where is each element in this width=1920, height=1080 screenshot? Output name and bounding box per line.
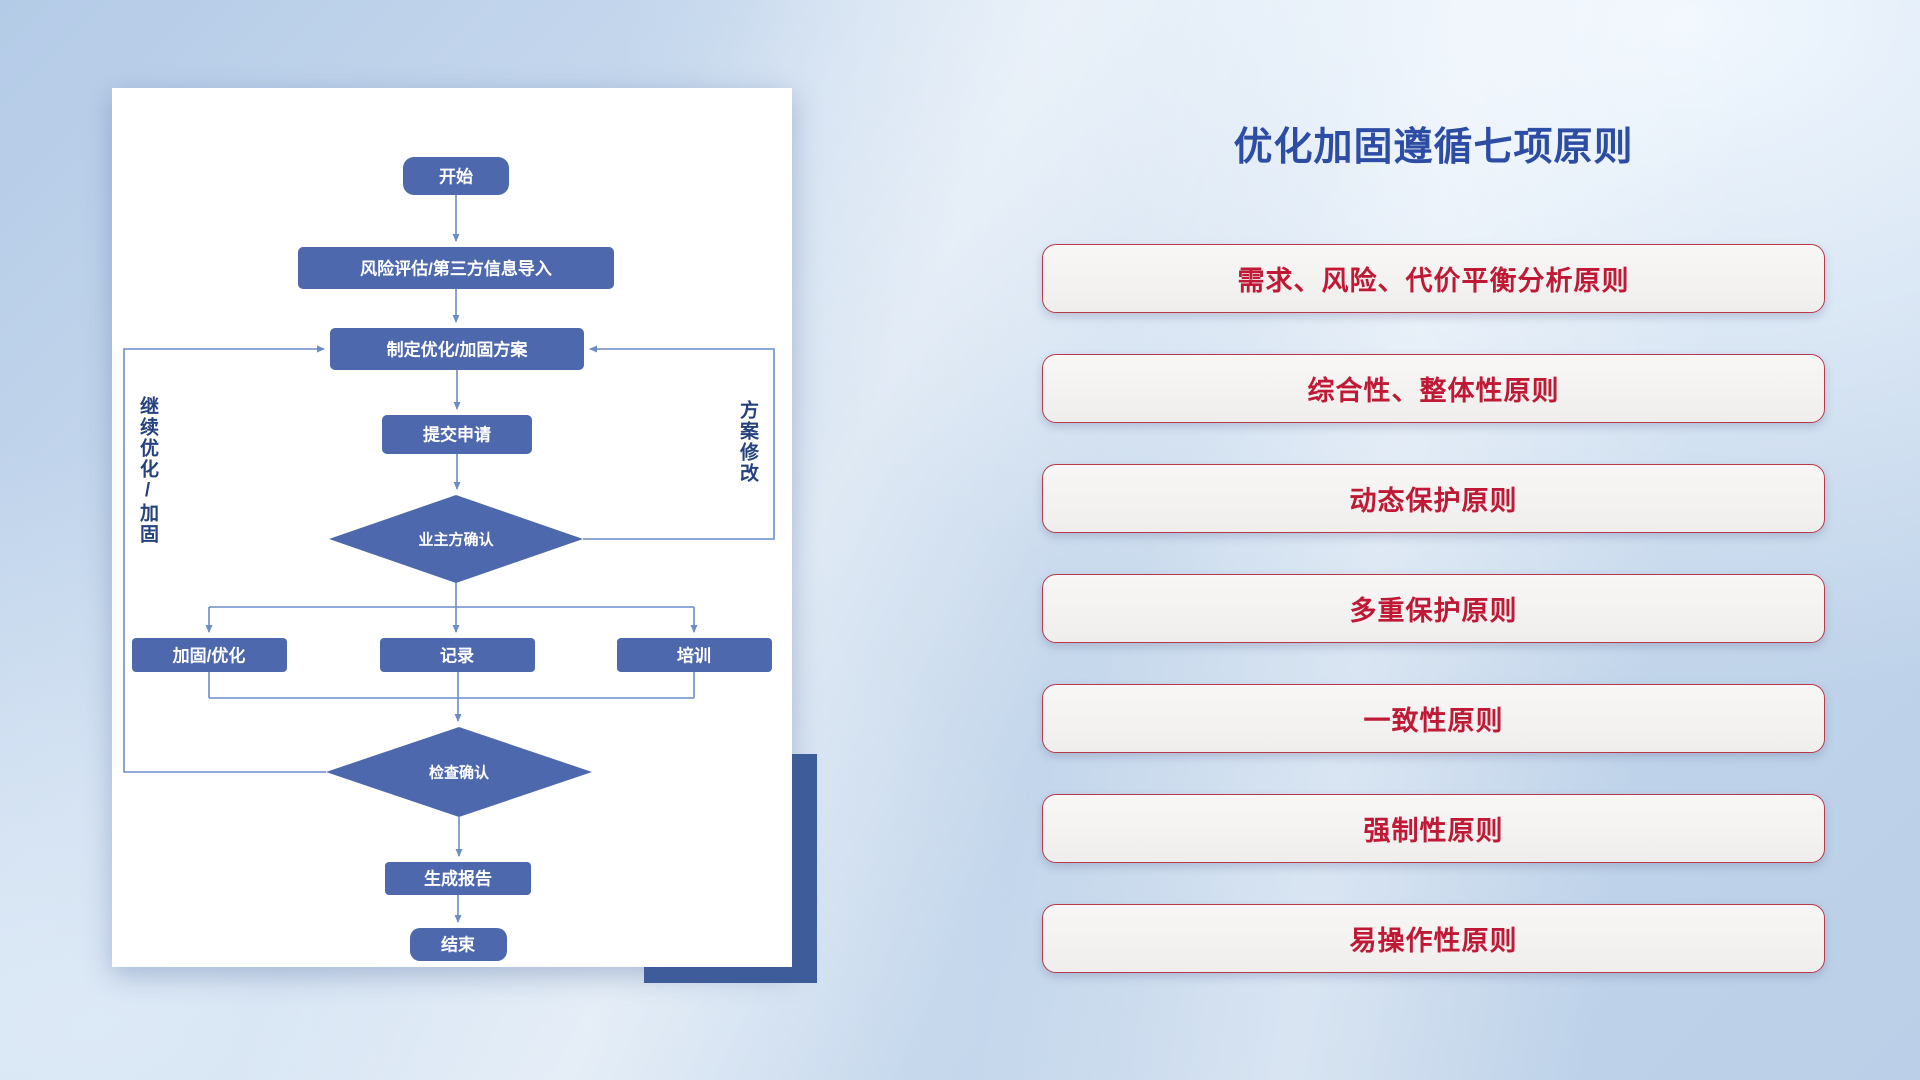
flow-node-training: 培训 xyxy=(617,638,772,672)
page-title: 优化加固遵循七项原则 xyxy=(1233,126,1634,169)
flow-node-record: 记录 xyxy=(380,638,535,672)
principle-card-5: 一致性原则 xyxy=(1042,684,1825,753)
principle-label-7: 易操作性原则 xyxy=(1349,926,1518,956)
principle-card-1: 需求、风险、代价平衡分析原则 xyxy=(1042,244,1825,313)
flow-node-plan-label: 制定优化/加固方案 xyxy=(387,340,529,360)
principle-label-4: 多重保护原则 xyxy=(1349,596,1518,626)
flow-node-risk-assessment: 风险评估/第三方信息导入 xyxy=(298,247,614,289)
principle-label-1: 需求、风险、代价平衡分析原则 xyxy=(1237,266,1630,296)
flow-node-start-label: 开始 xyxy=(439,167,473,187)
right-loop-label: 方案修改 xyxy=(737,400,758,484)
principle-card-3: 动态保护原则 xyxy=(1042,464,1825,533)
principle-label-6: 强制性原则 xyxy=(1363,816,1504,846)
flowchart-card: 开始 风险评估/第三方信息导入 制定优化/加固方案 提交申请 业主方确认 加固/ xyxy=(112,88,792,967)
flow-node-end: 结束 xyxy=(410,928,507,961)
flow-node-generate-report: 生成报告 xyxy=(385,862,531,895)
flow-node-reinforce-label: 加固/优化 xyxy=(172,646,246,666)
principle-label-3: 动态保护原则 xyxy=(1349,486,1518,516)
principle-card-4: 多重保护原则 xyxy=(1042,574,1825,643)
flow-node-submit-label: 提交申请 xyxy=(423,425,491,445)
flow-decision-owner-confirm: 业主方确认 xyxy=(329,495,583,583)
flow-decision-owner-label: 业主方确认 xyxy=(418,531,494,549)
left-loop-label: 继续优化/加固 xyxy=(137,396,158,545)
flow-node-make-plan: 制定优化/加固方案 xyxy=(330,328,584,370)
flow-decision-check-confirm: 检查确认 xyxy=(326,727,592,817)
principle-card-7: 易操作性原则 xyxy=(1042,904,1825,973)
principle-label-5: 一致性原则 xyxy=(1363,706,1504,736)
flow-node-risk-label: 风险评估/第三方信息导入 xyxy=(360,259,552,279)
principle-card-6: 强制性原则 xyxy=(1042,794,1825,863)
flow-node-training-label: 培训 xyxy=(677,646,711,666)
principle-label-2: 综合性、整体性原则 xyxy=(1307,376,1560,406)
flow-node-submit-application: 提交申请 xyxy=(382,415,532,454)
principle-card-2: 综合性、整体性原则 xyxy=(1042,354,1825,423)
principles-list: 需求、风险、代价平衡分析原则 综合性、整体性原则 动态保护原则 多重保护原则 一… xyxy=(1042,244,1825,1014)
flow-connectors xyxy=(123,195,775,923)
flow-node-end-label: 结束 xyxy=(441,935,475,955)
flow-node-record-label: 记录 xyxy=(440,647,474,666)
flow-node-report-label: 生成报告 xyxy=(424,869,492,889)
flow-node-reinforce-optimize: 加固/优化 xyxy=(132,638,287,672)
flow-node-start: 开始 xyxy=(403,157,509,195)
flow-decision-check-label: 检查确认 xyxy=(429,764,490,782)
flowchart-diagram: 开始 风险评估/第三方信息导入 制定优化/加固方案 提交申请 业主方确认 加固/ xyxy=(123,157,775,961)
